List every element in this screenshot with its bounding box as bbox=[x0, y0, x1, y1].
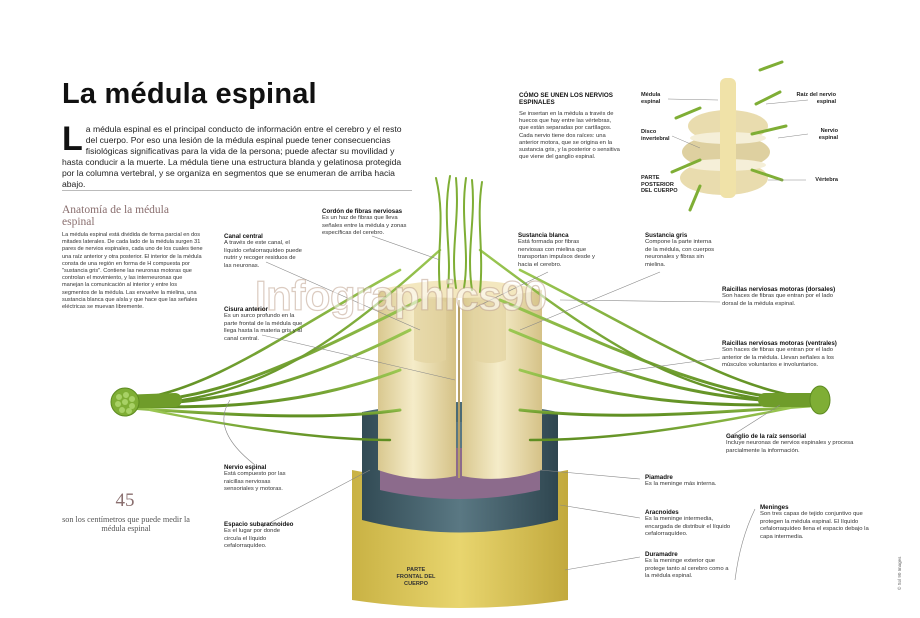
divider bbox=[62, 190, 412, 191]
label-subaracnoideo-title: Espacio subaracnoideo bbox=[224, 521, 294, 528]
inset-label-vertebra: Vértebra bbox=[815, 177, 838, 183]
label-ventrales-title: Raicillas nerviosas motoras (ventrales) bbox=[722, 340, 837, 347]
label-dorsales-title: Raicillas nerviosas motoras (dorsales) bbox=[722, 286, 836, 293]
inset-label-medula: Médula espinal bbox=[641, 92, 661, 105]
stat-number: 45 bbox=[115, 490, 135, 511]
page-title: La médula espinal bbox=[62, 78, 317, 110]
label-duramadre-title: Duramadre bbox=[645, 551, 678, 558]
inset-label-posterior: PARTE POSTERIOR DEL CUERPO bbox=[641, 175, 678, 195]
label-cordon-title: Cordón de fibras nerviosas bbox=[322, 208, 403, 215]
inset-leaders bbox=[667, 98, 809, 181]
label-ventrales: Raicillas nerviosas motoras (ventrales)S… bbox=[722, 340, 852, 370]
label-gris-title: Sustancia gris bbox=[645, 232, 688, 239]
label-dorsales-text: Son haces de fibras que entran por el la… bbox=[722, 293, 834, 307]
watermark: Infographics90 bbox=[254, 271, 547, 319]
inset-label-nervio: Nervio espinal bbox=[818, 128, 838, 141]
label-canal-title: Canal central bbox=[224, 233, 263, 240]
label-piamadre-title: Piamadre bbox=[645, 474, 673, 481]
left-nerve-fascicles bbox=[115, 392, 135, 414]
inset-label-disco: Disco invertebral bbox=[641, 129, 670, 142]
nerve-cord-fibers bbox=[435, 175, 483, 293]
label-subaracnoideo-text: Es el lugar por donde circula el líquido… bbox=[224, 528, 280, 550]
image-credit: © Sol 90 Images bbox=[897, 556, 902, 590]
label-aracnoides-title: Aracnoides bbox=[645, 509, 679, 516]
label-gris-text: Compone la parte interna de la médula, c… bbox=[645, 239, 715, 268]
label-dorsales: Raicillas nerviosas motoras (dorsales)So… bbox=[722, 286, 842, 308]
right-nerve-cut bbox=[809, 385, 831, 415]
label-meninges-text: Son tres capas de tejido conjuntivo que … bbox=[760, 511, 869, 540]
label-aracnoides-text: Es la meninge intermedia, encargada de d… bbox=[645, 516, 731, 538]
label-ganglio-text: Incluye neuronas de nervios espinales y … bbox=[726, 440, 854, 454]
stat-caption: son los centímetros que puede medir la m… bbox=[62, 515, 190, 533]
dropcap: L bbox=[62, 120, 83, 158]
intro-text: a médula espinal es el principal conduct… bbox=[62, 124, 402, 189]
label-blanca-text: Está formada por fibras nerviosas con mi… bbox=[518, 239, 595, 268]
right-spinal-nerve bbox=[478, 248, 827, 442]
label-blanca-title: Sustancia blanca bbox=[518, 232, 569, 239]
sidebar-title: Anatomía de la médula espinal bbox=[62, 204, 169, 228]
grey-matter bbox=[414, 298, 506, 363]
sidebar-body: La médula espinal está dividida de forma… bbox=[62, 232, 203, 311]
leader-lines bbox=[223, 235, 781, 581]
vertebra-inset bbox=[670, 60, 788, 212]
frontal-label: PARTE FRONTAL DEL CUERPO bbox=[396, 567, 436, 587]
label-nervio-title: Nervio espinal bbox=[224, 464, 267, 471]
white-matter-top bbox=[378, 280, 542, 298]
label-cisura-text: Es un surco profundo en la parte frontal… bbox=[224, 313, 303, 342]
label-ventrales-text: Son haces de fibras que entran por el la… bbox=[722, 347, 834, 369]
label-piamadre-text: Es la meninge más interna. bbox=[645, 481, 717, 488]
label-ganglio-title: Ganglio de la raíz sensorial bbox=[726, 433, 807, 440]
nerve-union-title: CÓMO SE UNEN LOS NERVIOS ESPINALES bbox=[519, 92, 614, 107]
nerve-union-body: Se insertan en la médula a través de hue… bbox=[519, 111, 620, 161]
label-nervio-text: Está compuesto por las raicillas nervios… bbox=[224, 471, 286, 493]
label-duramadre-text: Es la meninge exterior que protege tanto… bbox=[645, 558, 729, 580]
label-cisura-title: Cisura anterior bbox=[224, 306, 269, 313]
inset-label-raiz: Raíz del nervio espinal bbox=[796, 92, 836, 105]
label-cordon-text: Es un haz de fibras que lleva señales en… bbox=[322, 215, 407, 237]
label-canal-text: A través de este canal, el líquido cefal… bbox=[224, 240, 302, 269]
label-meninges-title: Meninges bbox=[760, 504, 789, 511]
